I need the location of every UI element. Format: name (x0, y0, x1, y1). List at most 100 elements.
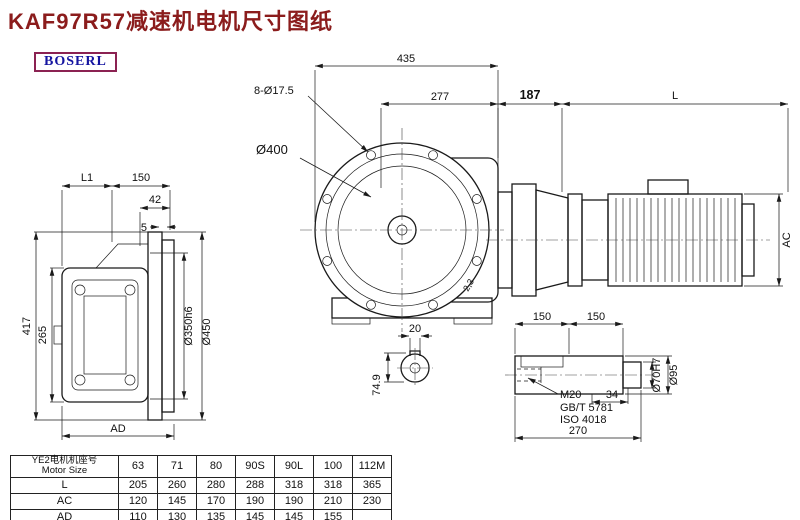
row-label: L (10, 476, 119, 494)
table-cell: 288 (235, 476, 275, 494)
dim-417: 417 (21, 317, 33, 335)
dim-hub-dia: Ø95 (668, 365, 680, 386)
column-header: 63 (118, 455, 158, 478)
header-cn: YE2电机机座号 (31, 455, 98, 466)
table-cell: 210 (313, 492, 353, 510)
bolt-hole (428, 150, 438, 161)
cover-bolt (74, 284, 86, 296)
table-row-AD: AD 110 130 135 145 145 155 (10, 508, 392, 520)
dim-motor-ac: AC (781, 232, 793, 247)
column-header: 112M (352, 455, 392, 478)
cover-bolt (74, 374, 86, 386)
foot-pad-right (453, 317, 493, 325)
dim-spigot-dia: Ø350h6 (183, 306, 195, 345)
table-cell: 205 (118, 476, 158, 494)
table-cell: 145 (157, 492, 197, 510)
dim-187: 187 (520, 88, 541, 102)
support-bracket (95, 243, 148, 269)
dim-150-side: 150 (132, 172, 150, 184)
bolt-hole (471, 194, 482, 204)
row-label: AC (10, 492, 119, 510)
foot-pad-left (331, 317, 371, 325)
table-cell: 120 (118, 492, 158, 510)
table-cell: 260 (157, 476, 197, 494)
dim-thread: M20 (560, 389, 581, 401)
dim-42: 42 (149, 194, 161, 206)
dim-flange-dia: Ø400 (256, 142, 288, 157)
dim-150a: 150 (533, 311, 551, 323)
motor-size-table: YE2电机机座号 Motor Size 63 71 80 90S 90L 100… (10, 455, 392, 520)
dim-overall-width: 435 (397, 53, 415, 65)
standard-gb: GB/T 5781 (560, 402, 613, 414)
dim-749: 74.9 (371, 374, 383, 395)
dim-5: 5 (141, 222, 147, 234)
table-cell: 155 (313, 508, 353, 520)
column-header: 71 (157, 455, 197, 478)
cover-bolt (124, 374, 136, 386)
table-cell: 145 (235, 508, 275, 520)
table-cell: 190 (274, 492, 314, 510)
dim-outer-dia: Ø450 (201, 319, 213, 346)
shaft-section-view: 20 74.9 (371, 323, 433, 396)
dim-key-width: 20 (409, 323, 421, 335)
header-en: Motor Size (41, 465, 88, 477)
table-cell: 110 (118, 508, 158, 520)
row-label: AD (10, 508, 119, 520)
table-cell: 130 (157, 508, 197, 520)
standard-iso: ISO 4018 (560, 414, 606, 426)
leader-bolt-holes (307, 95, 369, 153)
dim-bolt-holes: 8-Ø17.5 (254, 85, 294, 97)
table-cell: 365 (352, 476, 392, 494)
table-cell: 170 (196, 492, 236, 510)
dim-265: 265 (37, 326, 49, 344)
page-title: KAF97R57减速机电机尺寸图纸 (8, 9, 334, 34)
dim-motor-length: L (672, 90, 678, 102)
side-view: L1 150 42 5 417 265 AD Ø350h6 Ø450 (21, 172, 213, 440)
table-cell (352, 508, 392, 520)
table-header-motor-size: YE2电机机座号 Motor Size (10, 455, 119, 478)
shaft-cover-stub (53, 325, 63, 345)
technical-drawing: 2,3 435 277 8-Ø17.5 Ø400 187 L (21, 53, 793, 442)
terminal-box (647, 179, 689, 195)
dim-34: 34 (606, 389, 618, 401)
table-cell: 230 (352, 492, 392, 510)
front-view-dimensions: 435 277 8-Ø17.5 Ø400 (254, 53, 499, 222)
shaft-step (622, 361, 642, 389)
table-header-row: YE2电机机座号 Motor Size 63 71 80 90S 90L 100… (10, 455, 392, 478)
table-cell: 190 (235, 492, 275, 510)
bolt-hole (428, 299, 438, 310)
output-flange-section (161, 239, 175, 413)
front-view: 2,3 (300, 128, 504, 332)
column-header: 80 (196, 455, 236, 478)
bolt-hole (366, 299, 376, 310)
dim-shaft-dia: Ø70H7 (651, 358, 663, 393)
dim-270: 270 (569, 425, 587, 437)
dim-ad: AD (110, 423, 125, 435)
bolt-hole (322, 194, 333, 204)
cover-bolt (124, 284, 136, 296)
leader-thread (527, 377, 559, 395)
column-header: 100 (313, 455, 353, 478)
dim-l1: L1 (81, 172, 93, 184)
shaft-keyway (520, 355, 564, 368)
table-cell: 318 (313, 476, 353, 494)
housing-cavity (83, 295, 127, 375)
column-header: 90S (235, 455, 275, 478)
table-cell: 145 (274, 508, 314, 520)
table-cell: 280 (196, 476, 236, 494)
leader-flange-dia (299, 157, 372, 198)
brand-logo: BOSERL (34, 52, 117, 72)
motor-view: 187 L AC (486, 88, 793, 297)
table-cell: 318 (274, 476, 314, 494)
dim-277: 277 (431, 91, 449, 103)
bolt-hole (322, 256, 333, 266)
output-flange-plate (147, 231, 163, 421)
bolt-hole (366, 150, 376, 161)
shaft-detail-view: 150 150 M20 GB/T 5781 ISO 4018 34 270 Ø7… (505, 311, 680, 442)
dim-150b: 150 (587, 311, 605, 323)
housing-inner-outline (71, 279, 139, 391)
column-header: 90L (274, 455, 314, 478)
table-row-L: L 205 260 280 288 318 318 365 (10, 476, 392, 494)
gear-housing (61, 267, 149, 403)
